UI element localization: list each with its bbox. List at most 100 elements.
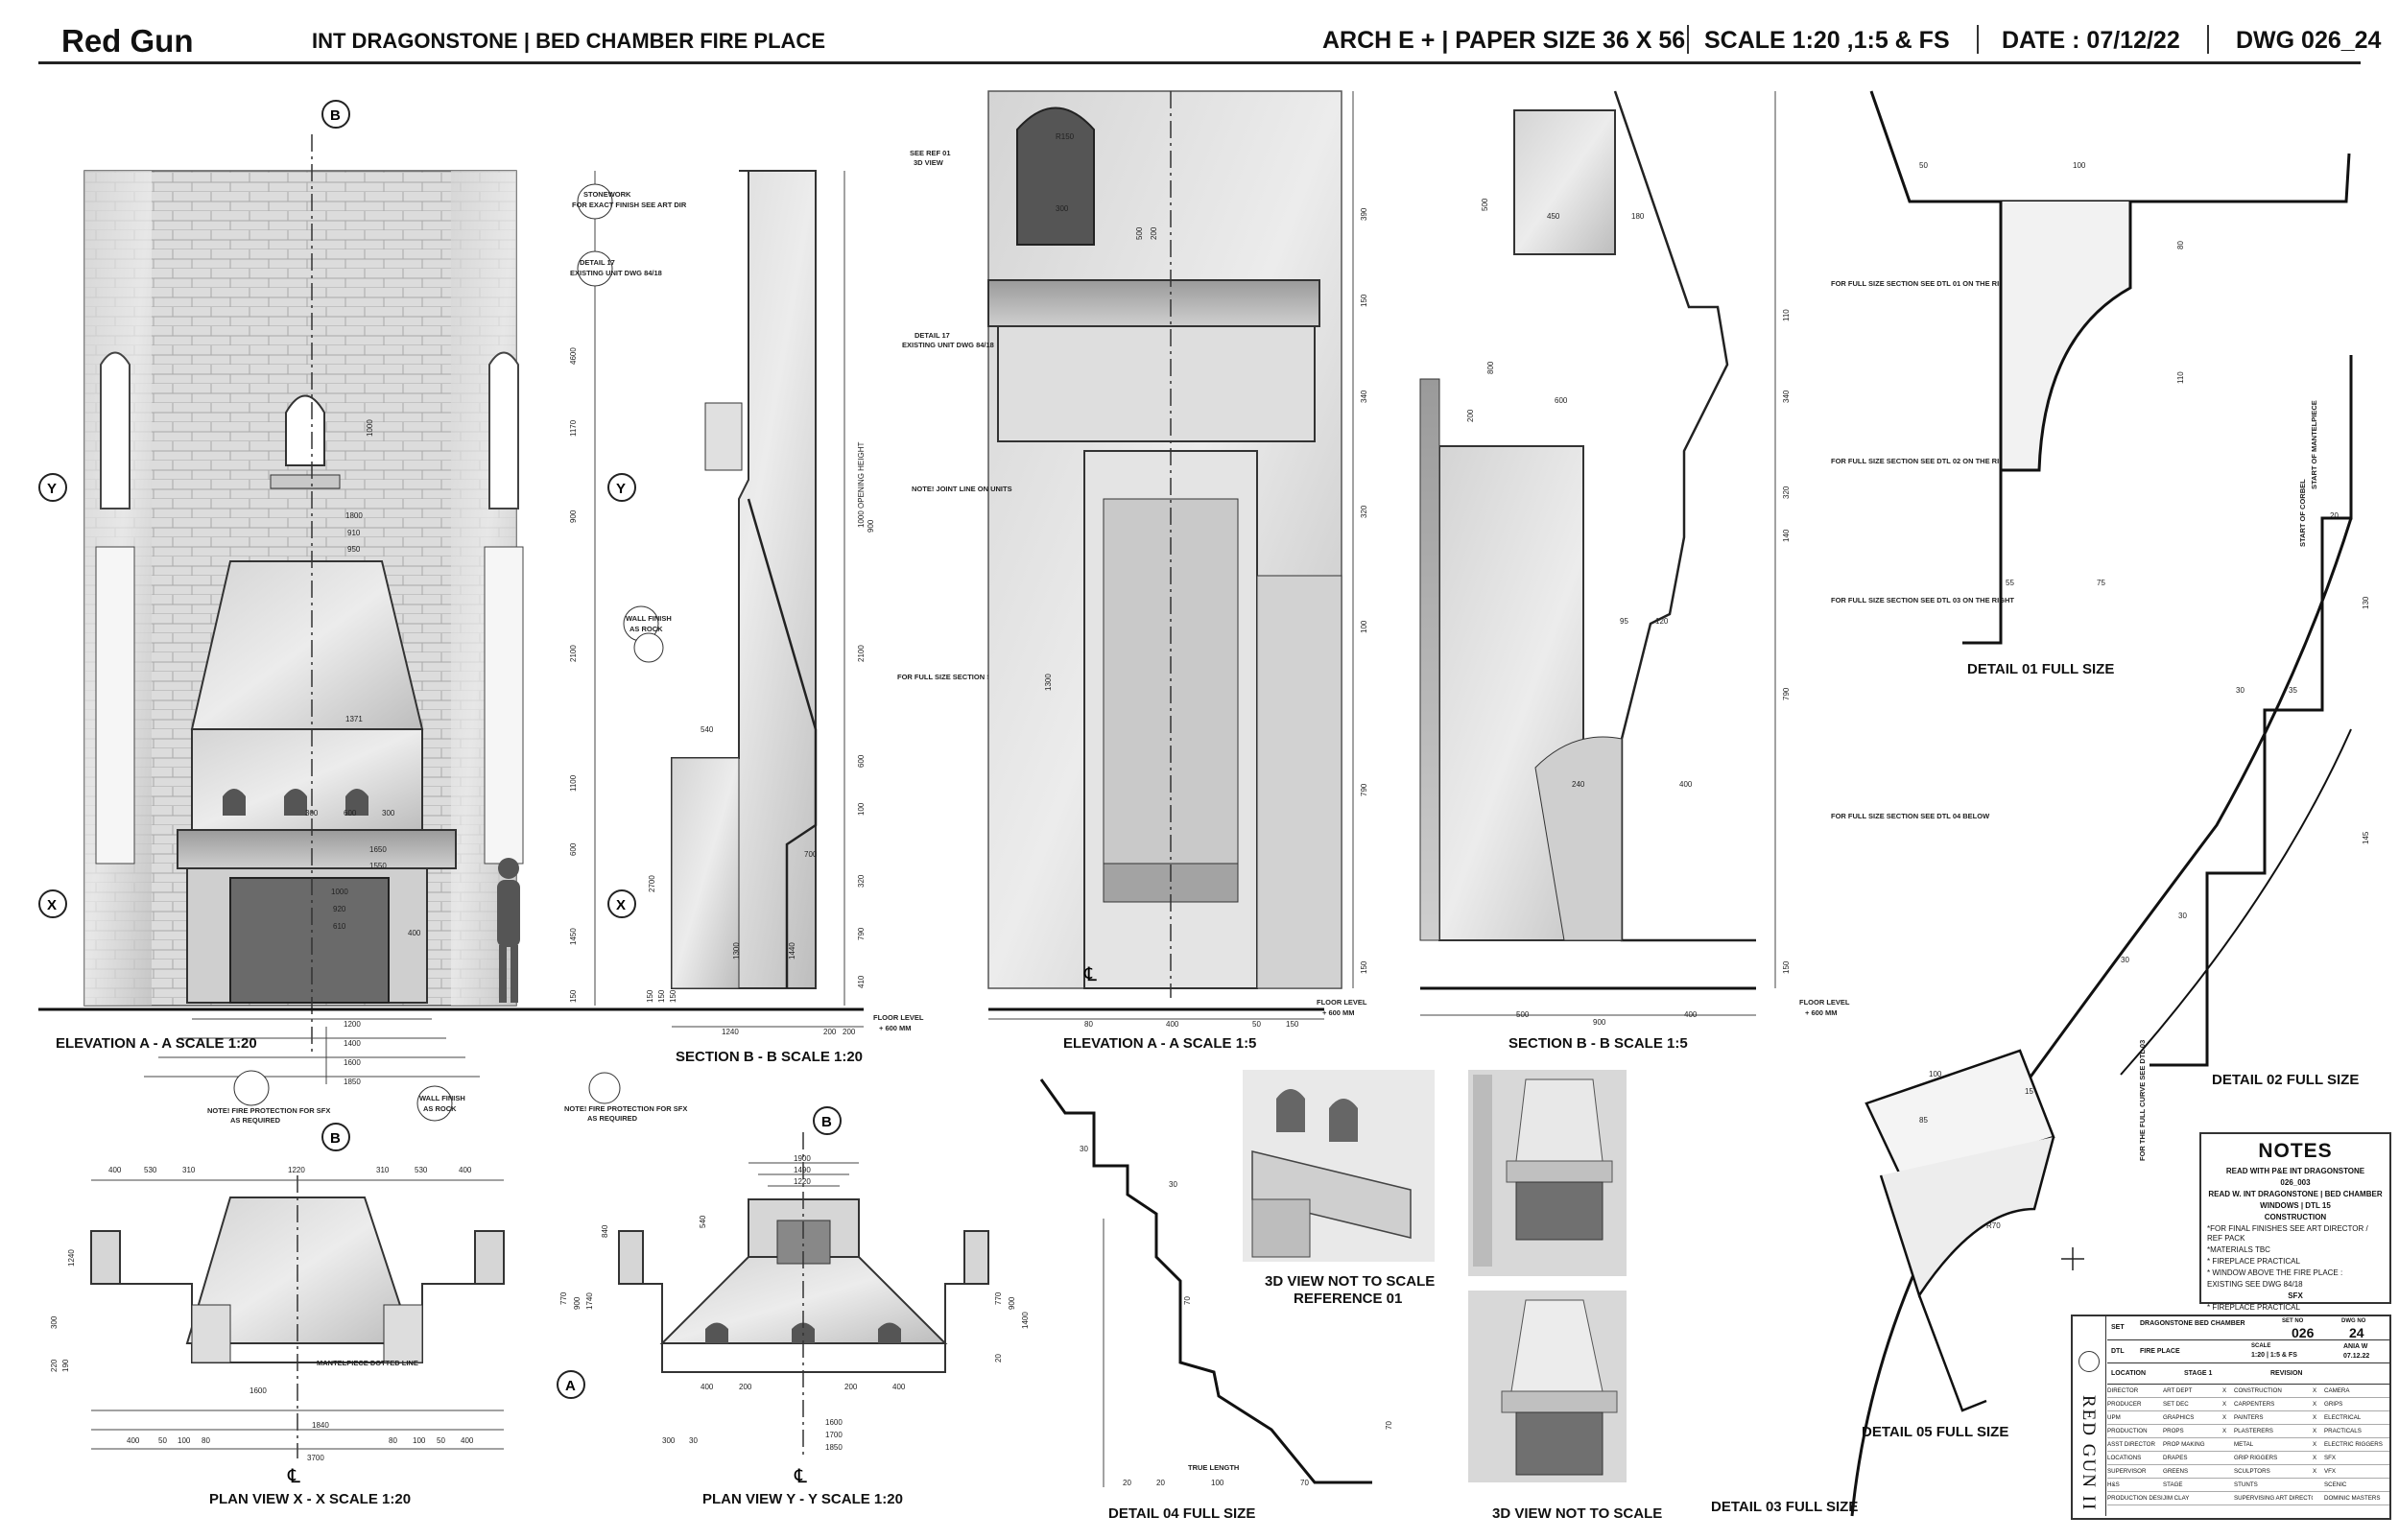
dim-e5: 150 — [1286, 1020, 1299, 1029]
dim-s20: 540 — [701, 725, 714, 734]
floor-level-note: + 600 MM — [879, 1024, 912, 1032]
dim-s5: 400 — [1679, 780, 1693, 789]
dim-px: 190 — [61, 1359, 70, 1372]
section-marker: X — [38, 889, 67, 918]
dim-s5: 240 — [1572, 780, 1585, 789]
crew-cell: DIRECTOR — [2107, 1387, 2139, 1394]
dim-d04: 30 — [1080, 1145, 1088, 1153]
notes-line: * WINDOW ABOVE THE FIRE PLACE : — [2207, 1268, 2343, 1277]
notes-line: * FIREPLACE PRACTICAL — [2207, 1303, 2300, 1312]
detail-04: 30 30 70 70 20 20 100 70 TRUE LENGTH DET… — [1039, 1078, 1393, 1522]
crew-cell: METAL — [2234, 1441, 2254, 1448]
dim-e20: 610 — [333, 922, 346, 931]
human-scale-figure — [497, 858, 520, 1003]
view-label: DETAIL 01 FULL SIZE — [1967, 661, 2114, 677]
crew-cell: CAMERA — [2324, 1387, 2350, 1394]
seal-icon — [2078, 1351, 2100, 1372]
notes-heading: CONSTRUCTION — [2264, 1213, 2327, 1221]
svg-text:B: B — [330, 1130, 341, 1147]
set-label: SET — [2111, 1324, 2125, 1331]
dim-s20: 150 — [646, 989, 654, 1003]
dim-s5: 150 — [1782, 960, 1791, 974]
dim-py: 1600 — [825, 1418, 843, 1427]
crew-cell: X — [2313, 1468, 2317, 1475]
detail-02-03: 30 35 145 130 30 30 START OF MANTELPIECE… — [1711, 355, 2370, 1517]
svg-text:B: B — [821, 1114, 832, 1130]
crew-cell: X — [2313, 1441, 2317, 1448]
crew-cell: X — [2313, 1428, 2317, 1434]
section-note: FOR FULL SIZE SECTION SEE DTL 04 BELOW — [1831, 812, 1990, 820]
dim-e20: 1600 — [344, 1058, 361, 1067]
crew-cell: UPM — [2107, 1414, 2121, 1421]
crew-cell: X — [2222, 1428, 2227, 1434]
title-block-grid: SET DRAGONSTONE BED CHAMBER SET NO 026 D… — [2107, 1316, 2389, 1518]
dim-py: 840 — [601, 1224, 609, 1238]
dim-s5: 790 — [1782, 687, 1791, 700]
crew-cell: SET DEC — [2163, 1401, 2189, 1408]
dim-d01: 75 — [2097, 579, 2105, 587]
centre-line-symbol: ℄ — [1083, 964, 1097, 985]
view-label: DETAIL 02 FULL SIZE — [2212, 1072, 2359, 1088]
dim-e5: 320 — [1360, 505, 1368, 518]
dim-e20: 600 — [344, 809, 357, 817]
dim-d04: 70 — [1300, 1479, 1309, 1487]
crew-cell: ART DEPT — [2163, 1387, 2193, 1394]
mantelpiece-note: MANTELPIECE DOTTED LINE — [317, 1359, 418, 1367]
crew-cell: SUPERVISOR — [2107, 1468, 2147, 1475]
annotation-stonework: STONEWORK FOR EXACT FINISH SEE ART DIR — [572, 183, 687, 220]
brand-seal: RED GUN II — [2073, 1316, 2106, 1516]
view-label: 3D VIEW NOT TO SCALE — [1492, 1505, 1662, 1522]
dim-e20: 1200 — [344, 1020, 361, 1029]
dim-px: 530 — [415, 1166, 428, 1174]
dim-py: 1220 — [794, 1177, 811, 1186]
set-value: DRAGONSTONE BED CHAMBER — [2140, 1320, 2245, 1327]
crew-cell: SFX — [2324, 1455, 2337, 1461]
svg-text:FOR EXACT FINISH SEE ART DIR: FOR EXACT FINISH SEE ART DIR — [572, 201, 687, 209]
title-separator — [1687, 25, 1689, 54]
dim-py: 200 — [739, 1383, 752, 1391]
svg-text:X: X — [47, 897, 57, 913]
dim-d01: 100 — [2073, 161, 2086, 170]
dim-px: 100 — [413, 1436, 426, 1445]
notes-line: * FIREPLACE PRACTICAL — [2207, 1257, 2300, 1266]
floor-level-note: + 600 MM — [1322, 1008, 1355, 1017]
crew-cell: CONSTRUCTION — [2234, 1387, 2282, 1394]
paper-size: ARCH E + | PAPER SIZE 36 X 56 — [1322, 27, 1686, 54]
scale-value: 1:20 | 1:5 & FS — [2251, 1352, 2297, 1359]
crew-cell: X — [2222, 1387, 2227, 1394]
3d-reference-view: 3D VIEW NOT TO SCALE REFERENCE 01 — [1243, 1070, 1435, 1307]
dim-py: 1850 — [825, 1443, 843, 1452]
notes-line: *FOR FINAL FINISHES SEE ART DIRECTOR / R… — [2207, 1224, 2368, 1243]
crew-cell: ELECTRIC RIGGERS — [2324, 1441, 2383, 1448]
dim-e20: 400 — [408, 929, 421, 937]
dim-d04: 20 — [1123, 1479, 1131, 1487]
dim-e20: 1800 — [345, 511, 363, 520]
title-block: RED GUN II SET DRAGONSTONE BED CHAMBER S… — [2071, 1315, 2391, 1520]
notes-panel: NOTES READ WITH P&E INT DRAGONSTONE 026_… — [2199, 1132, 2391, 1312]
view-label: PLAN VIEW X - X SCALE 1:20 — [209, 1491, 411, 1507]
dim-d01: 50 — [1919, 161, 1928, 170]
crew-cell: PRACTICALS — [2324, 1428, 2362, 1434]
svg-text:Y: Y — [47, 481, 57, 497]
see-ref-note: SEE REF 01 — [910, 149, 951, 157]
dim-s20: 1240 — [722, 1028, 739, 1036]
crew-cell: GRIP RIGGERS — [2234, 1455, 2278, 1461]
dim-e5: 400 — [1166, 1020, 1179, 1029]
dim-d02: 30 — [2121, 956, 2129, 964]
dim-px: 400 — [461, 1436, 474, 1445]
view-label: SECTION B - B SCALE 1:20 — [676, 1049, 863, 1065]
corbel-note: START OF CORBEL — [2298, 479, 2307, 547]
dim-px: 100 — [178, 1436, 191, 1445]
dim-s20: 100 — [857, 802, 866, 816]
dim-e20: 1000 — [366, 419, 374, 437]
section-marker: B — [321, 100, 350, 129]
detail17-note: DETAIL 17 — [914, 331, 950, 340]
dim-s20: 900 — [867, 519, 875, 533]
dim-px: 1240 — [67, 1249, 76, 1267]
dim-e20: 300 — [305, 809, 319, 817]
crew-cell: ASST DIRECTOR — [2107, 1441, 2155, 1448]
dim-s20: 1000 OPENING HEIGHT — [857, 442, 866, 528]
